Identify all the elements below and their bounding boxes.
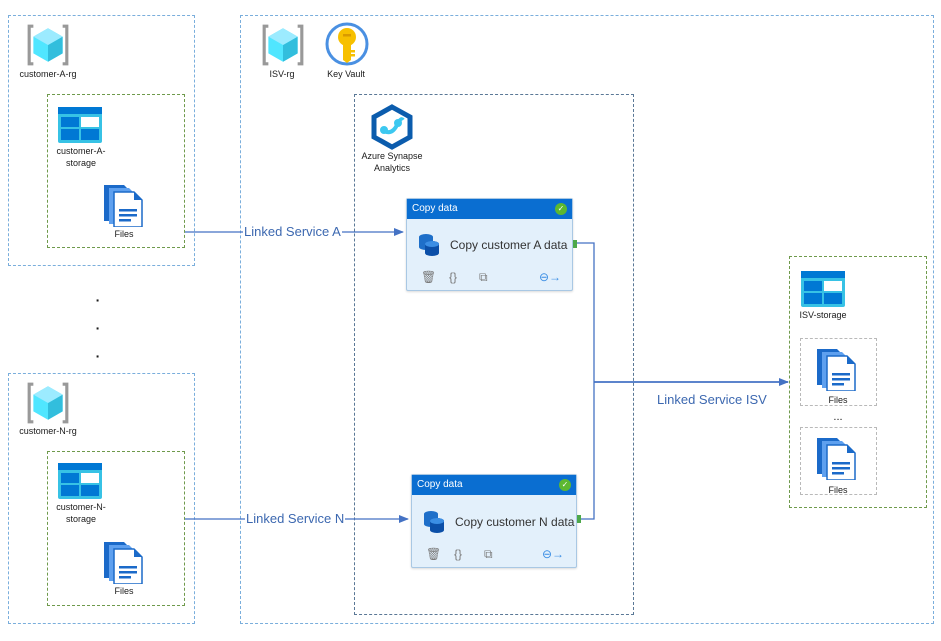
key-vault-label: Key Vault: [327, 69, 365, 79]
customer-a-rg-label: customer-A-rg: [19, 69, 77, 79]
key-vault-icon: [325, 22, 369, 66]
customer-a-files-label: Files: [114, 229, 134, 239]
isv-files-container-2: [800, 427, 877, 495]
isv-storage-label: ISV-storage: [799, 310, 847, 320]
customer-a-storage-box: [47, 94, 185, 248]
clone-icon[interactable]: ⧉: [484, 547, 493, 561]
activity-header: Copy data ✓: [412, 475, 576, 495]
activity-title: Copy customer N data: [455, 515, 575, 529]
activity-output-handle[interactable]: [573, 240, 577, 248]
copy-activity-card-a[interactable]: Copy data ✓ Copy customer A data 🗑 {} ⧉ …: [406, 198, 573, 291]
clone-icon[interactable]: ⧉: [479, 270, 488, 284]
success-check-icon: ✓: [559, 479, 571, 491]
isv-storage-box: [789, 256, 927, 508]
isv-files-container-1: [800, 338, 877, 406]
code-braces-icon[interactable]: {}: [454, 547, 463, 561]
add-output-icon[interactable]: ⊖→: [539, 270, 562, 284]
customer-n-files-label: Files: [114, 586, 134, 596]
isv-files-separator: ...: [833, 411, 843, 423]
linked-service-a-label: Linked Service A: [243, 224, 342, 239]
isv-files-label-2: Files: [828, 485, 848, 495]
success-check-icon: ✓: [555, 203, 567, 215]
more-customers-ellipsis: · · ·: [95, 292, 101, 364]
isv-files-label-1: Files: [828, 395, 848, 405]
activity-title: Copy customer A data: [450, 238, 568, 252]
customer-n-storage-label: customer-N- storage: [56, 502, 106, 524]
activity-header: Copy data ✓: [407, 199, 572, 219]
customer-n-rg-label: customer-N-rg: [19, 426, 77, 436]
output-connector-n: [581, 380, 595, 520]
activity-output-handle[interactable]: [577, 515, 581, 523]
linked-service-isv-label: Linked Service ISV: [656, 392, 768, 407]
synapse-analytics-label: Azure Synapse Analytics: [361, 151, 423, 173]
add-output-icon[interactable]: ⊖→: [542, 547, 565, 561]
synapse-analytics-icon: [371, 104, 413, 150]
delete-icon[interactable]: 🗑: [421, 270, 437, 284]
isv-rg-label: ISV-rg: [269, 69, 295, 79]
isv-resource-group: [240, 15, 934, 624]
output-connector-a: [577, 242, 595, 380]
synapse-workspace-box: [354, 94, 634, 615]
linked-service-n-label: Linked Service N: [245, 511, 346, 526]
delete-icon[interactable]: 🗑: [426, 547, 442, 561]
code-braces-icon[interactable]: {}: [449, 270, 458, 284]
customer-a-resource-group: [8, 15, 195, 266]
customer-n-resource-group: [8, 373, 195, 624]
customer-n-storage-box: [47, 451, 185, 606]
copy-activity-card-n[interactable]: Copy data ✓ Copy customer N data 🗑 {} ⧉ …: [411, 474, 577, 568]
customer-a-storage-label: customer-A- storage: [56, 146, 106, 168]
